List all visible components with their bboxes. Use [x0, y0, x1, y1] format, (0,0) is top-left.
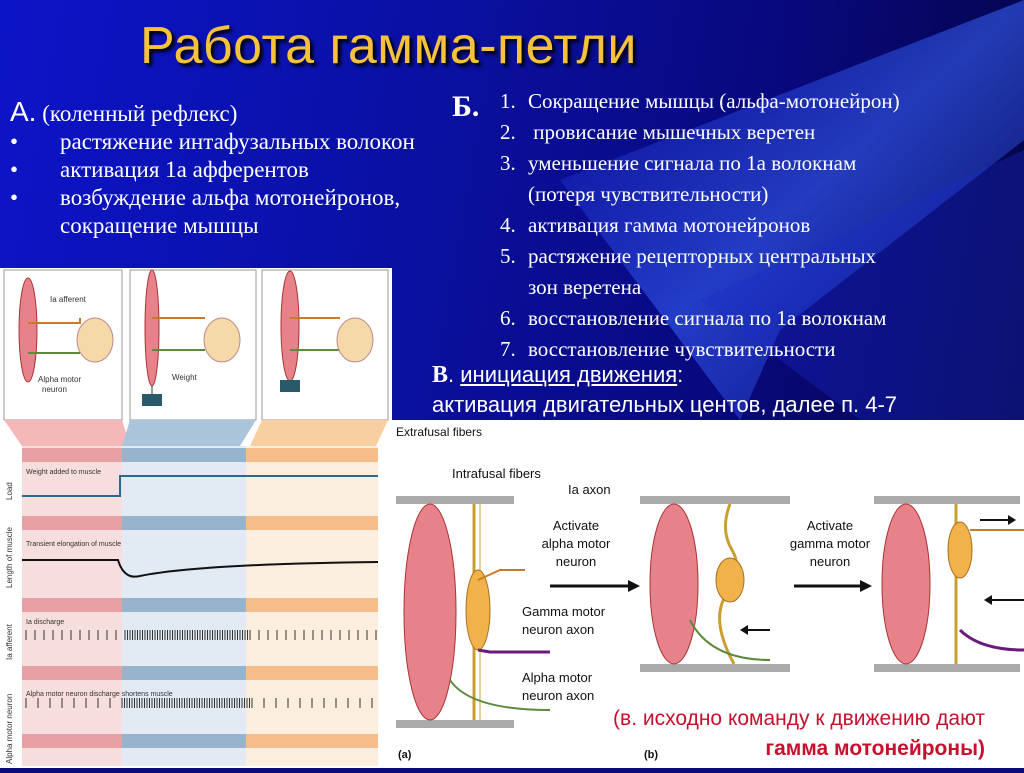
section-a: А. (коленный рефлекс) •растяжение интафу…	[10, 98, 415, 240]
row-caption: Ia discharge	[26, 619, 64, 626]
row-caption: Transient elongation of muscle	[26, 541, 121, 548]
section-b-item: зон веретена	[528, 275, 642, 299]
left-figure-panel: Ia afferent Alpha motor neuron Weight We…	[0, 268, 392, 768]
section-b-list: 1.Сокращение мышцы (альфа-мотонейрон) 2.…	[500, 86, 900, 365]
ia-axon-label: Ia axon	[568, 482, 611, 497]
section-b-item: (потеря чувствительности)	[528, 182, 769, 206]
section-b-item: 3.уменьшение сигнала по 1а волокнам	[500, 151, 857, 175]
arrow-right-icon	[860, 580, 872, 592]
footnote-line-2: гамма мотонейроны)	[765, 737, 985, 760]
weight-label: Weight	[172, 373, 198, 382]
left-figure-svg: Ia afferent Alpha motor neuron Weight We…	[3, 269, 389, 766]
activate-gamma-3: neuron	[810, 554, 850, 569]
activate-alpha-2: alpha motor	[542, 536, 611, 551]
alpha-motor-label: Alpha motor	[38, 375, 81, 384]
section-v: В. инициация движения: активация двигате…	[432, 360, 897, 420]
intrafusal-label: Intrafusal fibers	[452, 466, 541, 481]
side-label: Alpha motor neuron	[5, 694, 14, 764]
section-a-item: •возбуждение альфа мотонейронов,	[10, 185, 401, 210]
extrafusal-label: Extrafusal fibers	[396, 425, 482, 439]
right-figure-svg: Extrafusal fibers Intrafusal fibers Ia a…	[396, 425, 1024, 761]
arrow-right-icon	[628, 580, 640, 592]
section-b-item: 1.Сокращение мышцы (альфа-мотонейрон)	[500, 89, 900, 113]
gamma-axon-label-2: neuron axon	[522, 622, 594, 637]
panel-a-label: (a)	[398, 749, 412, 761]
row-caption: Alpha motor neuron discharge shortens mu…	[26, 691, 173, 698]
neuron-label: neuron	[42, 385, 67, 394]
activate-alpha-3: neuron	[556, 554, 596, 569]
right-figure-panel: Extrafusal fibers Intrafusal fibers Ia a…	[390, 420, 1024, 768]
section-b-item: 7.восстановление чувствительности	[500, 337, 836, 361]
side-label: Ia afferent	[5, 623, 14, 660]
slide-title: Работа гамма-петли	[140, 17, 637, 75]
panel-b-label: (b)	[644, 749, 658, 761]
activate-alpha-1: Activate	[553, 518, 599, 533]
section-a-item: сокращение мышцы	[60, 213, 259, 238]
alpha-axon-label-2: neuron axon	[522, 688, 594, 703]
alpha-axon-label-1: Alpha motor	[522, 670, 593, 685]
row-caption: Weight added to muscle	[26, 469, 101, 476]
gamma-axon-label-1: Gamma motor	[522, 604, 606, 619]
section-b-label: Б.	[452, 90, 480, 123]
ia-afferent-label: Ia afferent	[50, 295, 87, 304]
section-v-heading: В. инициация движения:	[432, 362, 684, 388]
section-b-item: 6.восстановление сигнала по 1а волокнам	[500, 306, 887, 330]
section-a-item: •растяжение интафузальных волокон	[10, 129, 415, 154]
section-v-line: активация двигательных центов, далее п. …	[432, 392, 898, 417]
side-label: Length of muscle	[5, 527, 14, 588]
section-a-subtitle: (коленный рефлекс)	[36, 101, 238, 126]
activate-gamma-1: Activate	[807, 518, 853, 533]
section-b-item: 5.растяжение рецепторных центральных	[500, 244, 877, 268]
section-b-item: 2. провисание мышечных веретен	[500, 120, 816, 144]
section-a-item: •активация 1а афферентов	[10, 157, 309, 182]
section-b-item: 4.активация гамма мотонейронов	[500, 213, 811, 237]
side-label: Load	[5, 482, 14, 500]
footnote-line-1: (в. исходно команду к движению дают	[613, 707, 985, 730]
section-a-label: А.	[10, 96, 37, 127]
activate-gamma-2: gamma motor	[790, 536, 871, 551]
footnote: (в. исходно команду к движению дают гамм…	[580, 704, 985, 764]
section-a-header: А. (коленный рефлекс)	[10, 98, 415, 128]
